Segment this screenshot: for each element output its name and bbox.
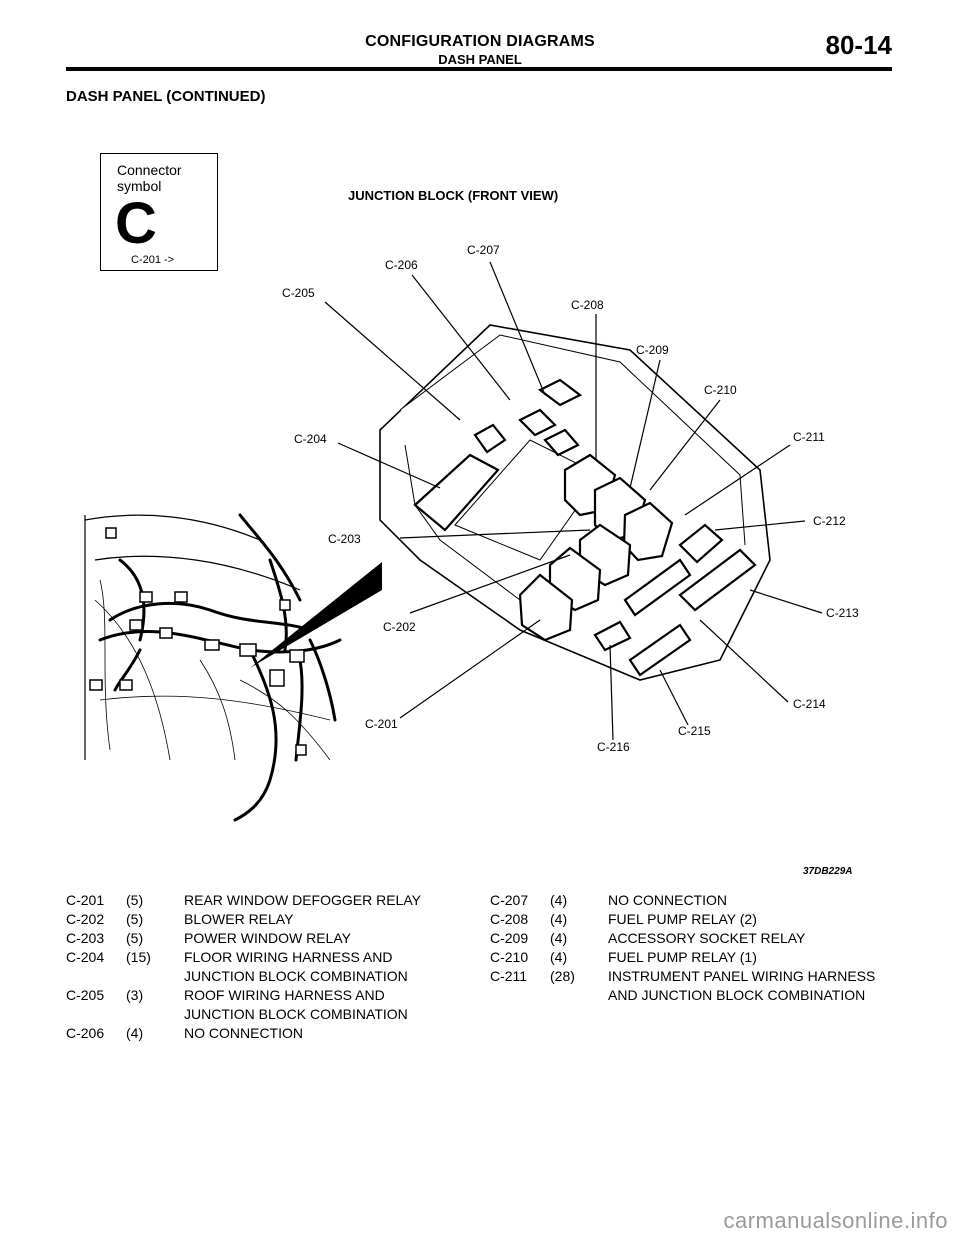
legend-desc: REAR WINDOW DEFOGGER RELAY: [184, 892, 421, 908]
page-header-subtitle: DASH PANEL: [438, 52, 522, 67]
header-rule: [66, 67, 892, 71]
figure-id: 37DB229A: [803, 866, 853, 877]
legend-pins: (5): [126, 911, 144, 927]
legend-row: C-204 (15) FLOOR WIRING HARNESS AND JUNCTI…: [66, 948, 454, 986]
connector-label-c208: C-208: [571, 298, 604, 312]
harness-connectors: [89, 527, 307, 756]
legend-pins: (4): [550, 892, 568, 908]
legend-code: C-207: [490, 892, 529, 908]
legend-code: C-209: [490, 930, 529, 946]
legend-code: C-203: [66, 930, 105, 946]
connector-label-c202: C-202: [383, 620, 416, 634]
legend-pins: (4): [550, 949, 568, 965]
legend-code: C-208: [490, 911, 529, 927]
page-number: 80-14: [825, 30, 893, 60]
legend-pins: (3): [126, 987, 144, 1003]
legend-code: C-205: [66, 987, 105, 1003]
junction-block-illustration: [84, 261, 823, 822]
connector-label-c209: C-209: [636, 343, 669, 357]
legend-row: C-205 (3) ROOF WIRING HARNESS AND JUNCTION…: [66, 986, 454, 1024]
legend-pins: (5): [126, 892, 144, 908]
connector-label-c214: C-214: [793, 697, 826, 711]
watermark[interactable]: carmanualsonline.info: [723, 1208, 948, 1233]
legend-code: C-206: [66, 1025, 105, 1041]
legend-desc: ROOF WIRING HARNESS AND JUNCTION BLOCK C…: [184, 987, 408, 1022]
legend-desc: INSTRUMENT PANEL WIRING HARNESS AND JUNC…: [608, 968, 876, 1003]
connector-label-c215: C-215: [678, 724, 711, 738]
section-title: DASH PANEL (CONTINUED): [66, 88, 266, 105]
legend-left: C-201 (5) REAR WINDOW DEFOGGER RELAY C-202…: [66, 891, 454, 1043]
legend-row: C-211 (28) INSTRUMENT PANEL WIRING HARNESS…: [490, 967, 888, 1005]
legend-row: C-209 (4) ACCESSORY SOCKET RELAY: [490, 929, 888, 948]
connector-label-c213: C-213: [826, 606, 859, 620]
legend-desc: POWER WINDOW RELAY: [184, 930, 351, 946]
legend-pins: (4): [550, 911, 568, 927]
legend-desc: ACCESSORY SOCKET RELAY: [608, 930, 806, 946]
connector-label-c207: C-207: [467, 243, 500, 257]
legend-desc: FUEL PUMP RELAY (2): [608, 911, 757, 927]
connector-label-c212: C-212: [813, 514, 846, 528]
legend-row: C-208 (4) FUEL PUMP RELAY (2): [490, 910, 888, 929]
legend-pins: (28): [550, 968, 575, 984]
legend-pins: (4): [126, 1025, 144, 1041]
connector-label-c204: C-204: [294, 432, 327, 446]
connector-label-c216: C-216: [597, 740, 630, 754]
connector-label-c210: C-210: [704, 383, 737, 397]
legend-code: C-211: [490, 968, 528, 984]
legend-desc: NO CONNECTION: [608, 892, 727, 908]
legend-desc: FLOOR WIRING HARNESS AND JUNCTION BLOCK …: [184, 949, 408, 984]
legend-desc: FUEL PUMP RELAY (1): [608, 949, 757, 965]
connector-symbol-box: Connector symbol C C-201 ->: [100, 153, 218, 271]
legend-pins: (15): [126, 949, 151, 965]
legend-pins: (5): [126, 930, 144, 946]
legend-row: C-201 (5) REAR WINDOW DEFOGGER RELAY: [66, 891, 454, 910]
connector-label-c205: C-205: [282, 286, 315, 300]
legend-row: C-207 (4) NO CONNECTION: [490, 891, 888, 910]
connector-label-c211: C-211: [793, 430, 825, 444]
dash-panel-sketch: [84, 514, 331, 761]
connector-label-c206: C-206: [385, 258, 418, 272]
legend-row: C-202 (5) BLOWER RELAY: [66, 910, 454, 929]
legend-row: C-210 (4) FUEL PUMP RELAY (1): [490, 948, 888, 967]
connector-label-c203: C-203: [328, 532, 361, 546]
connector-symbol-letter: C: [115, 191, 157, 256]
wiring-harness: [98, 513, 342, 822]
junction-block-title: JUNCTION BLOCK (FRONT VIEW): [348, 188, 559, 203]
junction-block-relays: [413, 378, 757, 677]
legend-code: C-204: [66, 949, 105, 965]
legend-code: C-201: [66, 892, 105, 908]
legend-row: C-203 (5) POWER WINDOW RELAY: [66, 929, 454, 948]
connector-symbol-reference: C-201 ->: [131, 254, 175, 266]
leader-lines: [324, 261, 823, 741]
connector-label-c201: C-201: [365, 717, 398, 731]
legend-right: C-207 (4) NO CONNECTION C-208 (4) FUEL PUMP …: [490, 891, 888, 1005]
legend-row: C-206 (4) NO CONNECTION: [66, 1024, 454, 1043]
legend-code: C-202: [66, 911, 105, 927]
legend-pins: (4): [550, 930, 568, 946]
location-pointer: [250, 562, 382, 668]
legend-code: C-210: [490, 949, 529, 965]
page-header-title: CONFIGURATION DIAGRAMS: [365, 33, 595, 50]
legend-desc: BLOWER RELAY: [184, 911, 294, 927]
legend-desc: NO CONNECTION: [184, 1025, 303, 1041]
connector-symbol-label: Connector symbol: [117, 162, 182, 194]
